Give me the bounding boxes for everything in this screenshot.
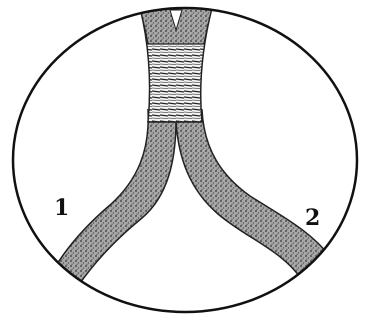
branch-label-1: 1: [54, 195, 69, 221]
branch-label-2: 2: [305, 205, 320, 231]
right-branch-band: [176, 110, 334, 280]
left-branch-band: [52, 110, 176, 286]
band-group: [52, 8, 334, 286]
